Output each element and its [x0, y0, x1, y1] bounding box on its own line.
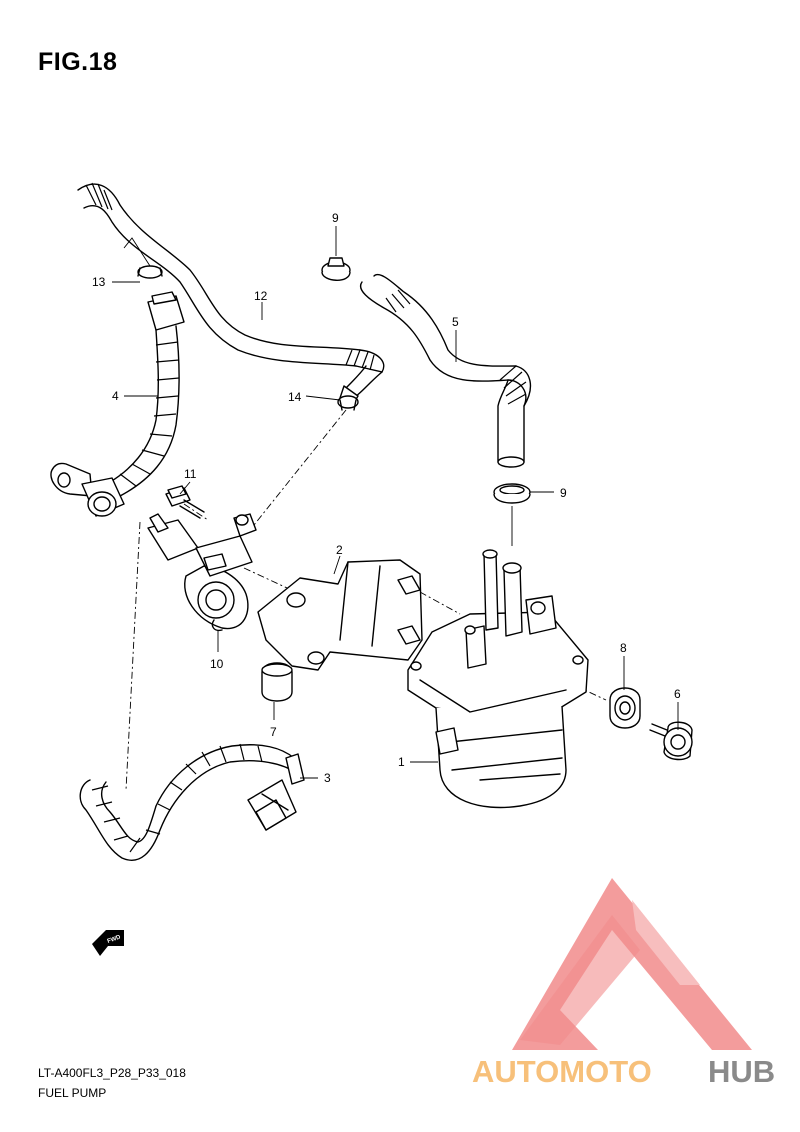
cushion-7: [261, 662, 293, 702]
fuel-valve-10: [147, 513, 257, 632]
callout-9-top: 9: [332, 211, 339, 225]
automotohub-watermark-text: AUTOMOTO HUB: [472, 1054, 775, 1089]
callout-3: 3: [324, 771, 331, 785]
callout-2: 2: [336, 543, 343, 557]
figure-caption: FUEL PUMP: [38, 1086, 107, 1100]
clamp-14: [337, 395, 359, 411]
fwd-arrow-icon: FWD: [92, 930, 124, 956]
figure-title: FIG.18: [38, 48, 118, 76]
hose-3: [79, 743, 305, 861]
callout-14: 14: [288, 390, 302, 404]
watermark-text-right: HUB: [708, 1054, 775, 1089]
figure-code: LT-A400FL3_P28_P33_018: [38, 1066, 186, 1080]
clamp-9-bottom: [493, 483, 531, 546]
watermark-text-left: AUTOMOTO: [472, 1054, 652, 1089]
automotohub-logo: [512, 878, 752, 1050]
callout-6: 6: [674, 687, 681, 701]
callout-10: 10: [210, 657, 224, 671]
callout-9-bottom: 9: [560, 486, 567, 500]
callout-13: 13: [92, 275, 106, 289]
callout-5: 5: [452, 315, 459, 329]
callout-8: 8: [620, 641, 627, 655]
callout-12: 12: [254, 289, 268, 303]
bolt-6: [649, 721, 693, 761]
callout-11: 11: [184, 467, 197, 481]
callout-numbers: 1 2 3 4 5 6 7 8 9 9 10 11 12 13 14: [92, 211, 681, 785]
callout-leaders: [112, 226, 679, 779]
fwd-label: FWD: [107, 934, 123, 945]
bolt-11: [165, 485, 205, 519]
callout-1: 1: [398, 755, 405, 769]
hose-4: [50, 291, 185, 517]
clamp-13: [123, 237, 163, 279]
callout-4: 4: [112, 389, 119, 403]
hose-5: [359, 273, 532, 468]
grommet-8: [609, 687, 641, 729]
bracket-2: [257, 559, 423, 671]
clamp-9-top: [321, 257, 351, 281]
callout-7: 7: [270, 725, 277, 739]
fuel-pump-1: [407, 549, 589, 809]
